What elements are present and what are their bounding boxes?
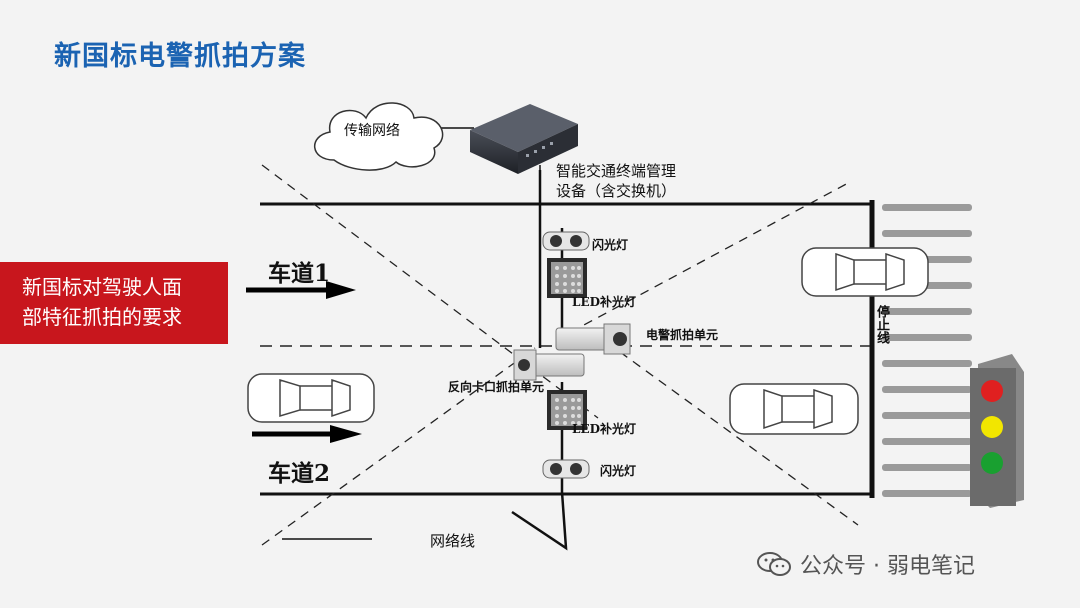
field-of-view-lines [261, 164, 859, 546]
flash-lamp-icon-top [542, 231, 590, 251]
callout-line-1: 新国标对驾驶人面 [22, 275, 182, 299]
car-icon-bottom-right [729, 383, 859, 435]
crosswalk [882, 204, 972, 497]
lane2-label: 车道2 [268, 460, 331, 487]
device-label-line2: 设备（含交换机） [556, 182, 677, 200]
main-camera-icon [555, 323, 631, 355]
led-label-bottom: LED补光灯 [572, 422, 636, 436]
lane1-arrow [246, 281, 356, 299]
requirement-callout: 新国标对驾驶人面 部特征抓拍的要求 [0, 262, 228, 344]
reverse-camera-icon [513, 349, 585, 381]
green-light [981, 452, 1003, 474]
car-icon-left [247, 373, 375, 423]
main-camera-label: 电警抓拍单元 [646, 328, 719, 342]
red-light [981, 380, 1003, 402]
watermark-text: 公众号 · 弱电笔记 [800, 554, 975, 579]
lane2-arrow [252, 425, 362, 443]
reverse-camera-label: 反向卡口抓拍单元 [448, 380, 545, 394]
yellow-light [981, 416, 1003, 438]
cloud-label: 传输网络 [344, 123, 400, 139]
traffic-light [970, 354, 1024, 508]
led-label-top: LED补光灯 [572, 295, 636, 309]
flash-label-top: 闪光灯 [592, 238, 629, 252]
callout-line-2: 部特征抓拍的要求 [22, 305, 182, 329]
flash-lamp-icon-bottom [542, 459, 590, 479]
terminal-device-icon [470, 104, 578, 174]
device-label-line1: 智能交通终端管理 [556, 162, 677, 180]
lane1-label: 车道1 [268, 260, 331, 287]
led-light-icon-top [547, 258, 587, 298]
page-title: 新国标电警抓拍方案 [54, 41, 306, 72]
flash-label-bottom: 闪光灯 [600, 464, 637, 478]
cloud-icon [313, 102, 444, 171]
network-line-label: 网络线 [430, 532, 476, 550]
stop-line-label: 停止线 [874, 305, 889, 344]
led-light-icon-bottom [547, 390, 587, 430]
wechat-icon [757, 552, 791, 576]
car-icon-top-right [801, 247, 929, 297]
watermark: 公众号 · 弱电笔记 [756, 548, 975, 580]
